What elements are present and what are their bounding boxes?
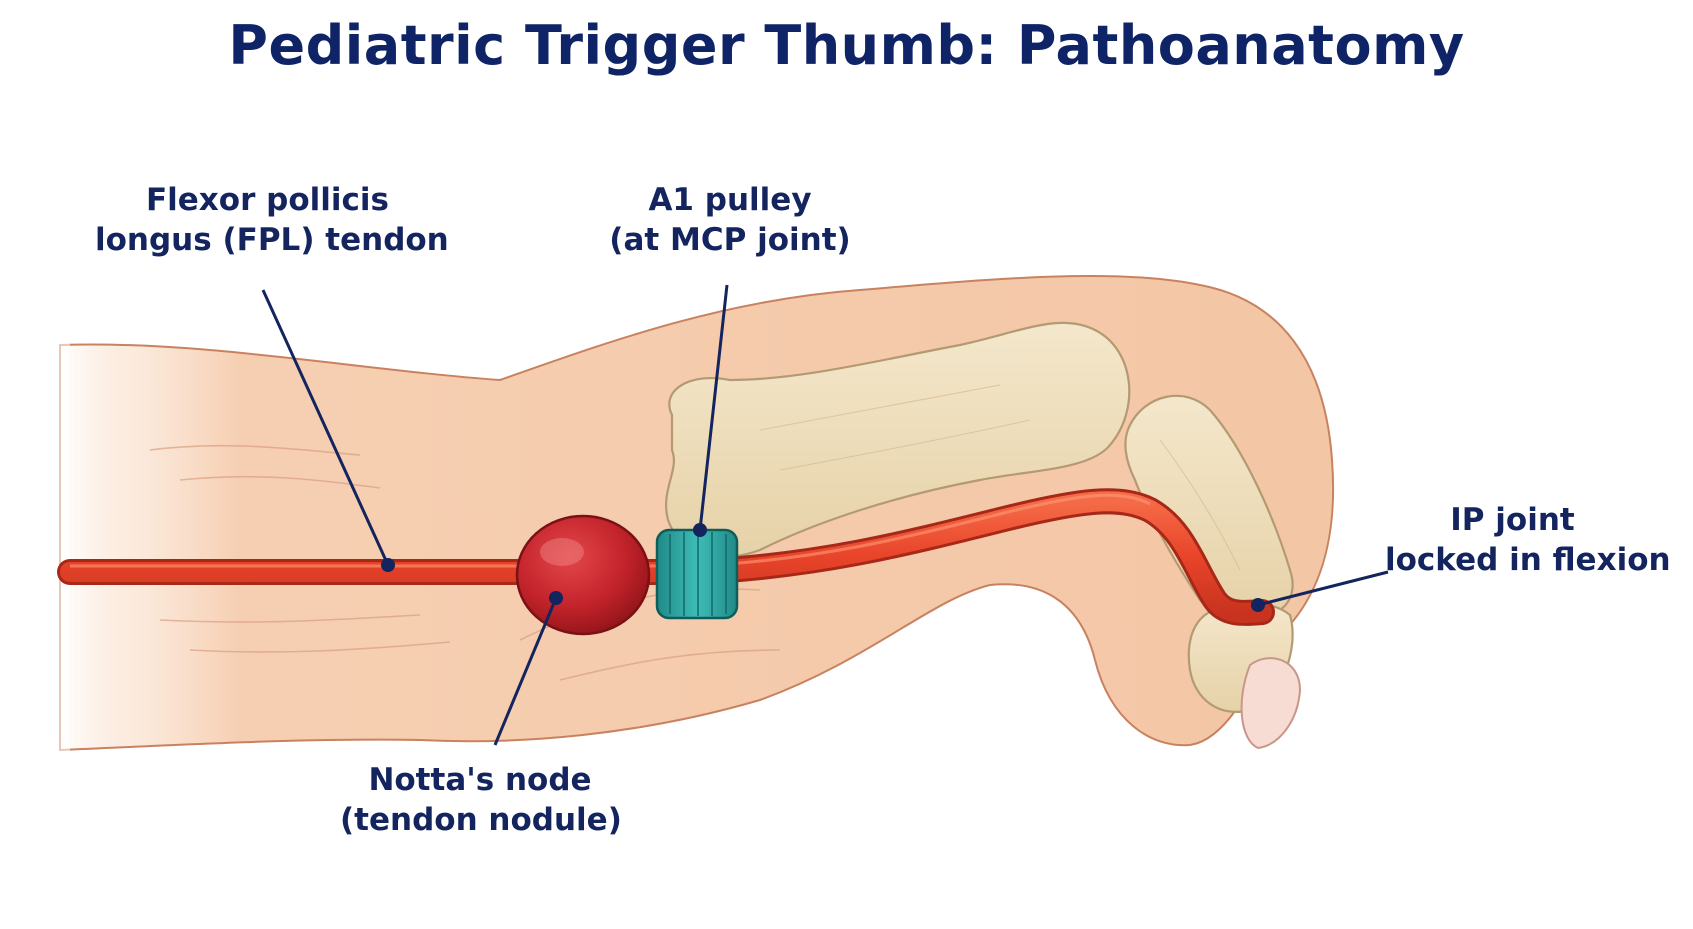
- label-fpl-line2: longus (FPL) tendon: [95, 222, 449, 258]
- label-notta-line1: Notta's node: [368, 762, 592, 798]
- thumbnail: [1240, 657, 1302, 750]
- label-a1-pulley: A1 pulley (at MCP joint): [605, 180, 855, 260]
- leader-notta: [493, 597, 558, 746]
- leader-dot-fpl: [381, 558, 395, 572]
- leader-ip: [1257, 570, 1389, 607]
- leader-dot-a1: [693, 523, 707, 537]
- leader-dot-notta: [549, 591, 563, 605]
- leader-dot-ip: [1251, 598, 1265, 612]
- label-ip-line1: IP joint: [1450, 502, 1575, 538]
- label-a1-line2: (at MCP joint): [609, 222, 851, 258]
- label-notta-line2: (tendon nodule): [340, 802, 622, 838]
- label-fpl-line1: Flexor pollicis: [145, 182, 390, 218]
- label-fpl-tendon: Flexor pollicis longus (FPL) tendon: [95, 180, 449, 260]
- nottas-node: [515, 514, 651, 636]
- page-title: Pediatric Trigger Thumb: Pathoanatomy: [228, 14, 1465, 77]
- leader-a1: [698, 284, 729, 531]
- label-a1-line1: A1 pulley: [648, 182, 812, 218]
- label-ip-line2: locked in flexion: [1385, 542, 1671, 578]
- leader-lines: [261, 284, 1389, 746]
- label-nottas-node: Notta's node (tendon nodule): [340, 760, 622, 840]
- leader-fpl: [261, 289, 390, 566]
- a1-pulley: [655, 528, 739, 620]
- label-ip-joint: IP joint locked in flexion: [1385, 500, 1671, 580]
